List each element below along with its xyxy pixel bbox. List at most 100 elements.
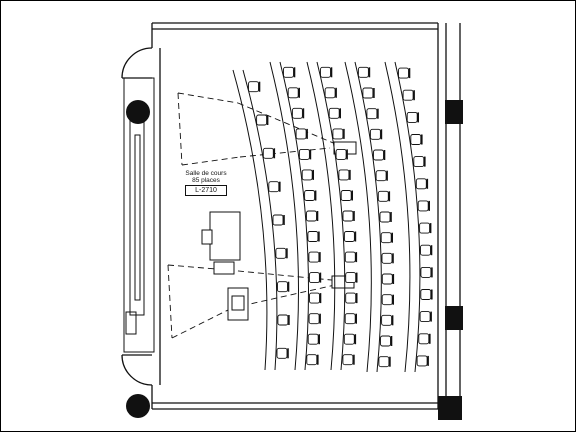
seat bbox=[362, 87, 374, 99]
seat bbox=[375, 170, 387, 182]
column-right-corner bbox=[438, 396, 462, 420]
column-right-bottom bbox=[445, 306, 463, 330]
room-code: L-2710 bbox=[185, 185, 227, 196]
seat bbox=[419, 222, 431, 234]
seat bbox=[268, 181, 280, 193]
seat bbox=[308, 313, 320, 325]
seat bbox=[275, 247, 287, 259]
stage-outline bbox=[123, 77, 155, 353]
seat bbox=[277, 314, 289, 326]
seat bbox=[304, 190, 316, 201]
seat bbox=[291, 107, 303, 119]
stage-inner bbox=[129, 119, 145, 316]
seat bbox=[308, 272, 320, 284]
seat bbox=[373, 149, 384, 161]
row-5-desk-edge-2 bbox=[394, 61, 421, 373]
seat bbox=[308, 251, 320, 263]
seat bbox=[418, 333, 430, 345]
seat bbox=[283, 66, 294, 78]
seat bbox=[335, 148, 347, 160]
seat bbox=[378, 356, 390, 368]
seat bbox=[338, 169, 350, 181]
seat bbox=[342, 210, 354, 222]
seat bbox=[416, 355, 428, 367]
row-3-desk-edge-1 bbox=[306, 61, 336, 371]
seat bbox=[287, 87, 299, 99]
seat bbox=[379, 211, 391, 223]
seat bbox=[419, 311, 431, 323]
seat bbox=[381, 294, 393, 306]
seat bbox=[343, 231, 355, 242]
seat bbox=[306, 210, 317, 222]
seat bbox=[344, 313, 356, 325]
room-capacity: 85 places bbox=[192, 177, 220, 184]
row-4-desk-edge-1 bbox=[344, 61, 372, 373]
seat bbox=[420, 266, 432, 278]
seat bbox=[307, 333, 319, 345]
seat bbox=[420, 289, 432, 300]
seat bbox=[256, 114, 268, 126]
seat bbox=[377, 190, 389, 202]
row-2-desk-edge-1 bbox=[269, 61, 299, 371]
seat bbox=[398, 67, 409, 79]
seat bbox=[328, 107, 340, 119]
seat bbox=[357, 66, 369, 78]
seat bbox=[276, 347, 288, 359]
seat bbox=[381, 252, 393, 264]
seat bbox=[344, 251, 356, 263]
seat bbox=[277, 281, 288, 293]
seat bbox=[402, 89, 414, 101]
lectern-stand bbox=[213, 261, 235, 275]
row-4-desk-edge-2 bbox=[354, 61, 382, 373]
seat bbox=[345, 292, 357, 304]
seat bbox=[340, 190, 352, 201]
seat bbox=[306, 354, 318, 366]
seat bbox=[410, 134, 422, 145]
seat bbox=[298, 148, 310, 160]
projection-lines bbox=[167, 92, 353, 339]
seat bbox=[301, 169, 313, 181]
door-swing-top bbox=[121, 47, 153, 79]
seat bbox=[320, 66, 331, 78]
seat bbox=[262, 147, 274, 159]
seat bbox=[342, 354, 354, 366]
seat bbox=[248, 81, 259, 93]
seat bbox=[295, 128, 307, 140]
seat bbox=[380, 335, 391, 347]
columns bbox=[126, 100, 463, 420]
seating-rows bbox=[232, 61, 433, 373]
instructor-desk bbox=[209, 211, 241, 261]
room-title: Salle de cours bbox=[185, 170, 227, 177]
seat bbox=[420, 244, 431, 256]
stage-rail bbox=[134, 134, 141, 301]
desk-chair bbox=[201, 229, 213, 245]
row-5-desk-edge-1 bbox=[384, 61, 411, 373]
seat bbox=[345, 272, 357, 284]
row-1-desk-edge-1 bbox=[232, 69, 268, 371]
seat bbox=[406, 111, 418, 123]
door-swing-bottom bbox=[121, 354, 153, 386]
walls bbox=[121, 22, 461, 410]
lectern-area bbox=[201, 211, 249, 321]
column-left-top bbox=[126, 100, 150, 124]
equipment-cart-inner bbox=[231, 295, 245, 311]
row-3-desk-edge-2 bbox=[316, 61, 346, 371]
column-left-bottom bbox=[126, 394, 150, 418]
seat bbox=[309, 292, 320, 304]
column-right-top bbox=[445, 100, 463, 124]
seat bbox=[381, 314, 393, 326]
seat bbox=[369, 128, 381, 140]
row-1-desk-edge-2 bbox=[242, 69, 278, 371]
stage-box bbox=[125, 311, 137, 335]
seat bbox=[272, 214, 284, 226]
seat bbox=[380, 232, 392, 244]
seat bbox=[381, 273, 393, 285]
seat bbox=[415, 178, 427, 190]
seat bbox=[413, 156, 425, 168]
seat bbox=[343, 333, 355, 345]
seat bbox=[332, 128, 344, 140]
seat bbox=[417, 200, 429, 212]
seat bbox=[307, 231, 319, 242]
seat bbox=[366, 108, 378, 120]
